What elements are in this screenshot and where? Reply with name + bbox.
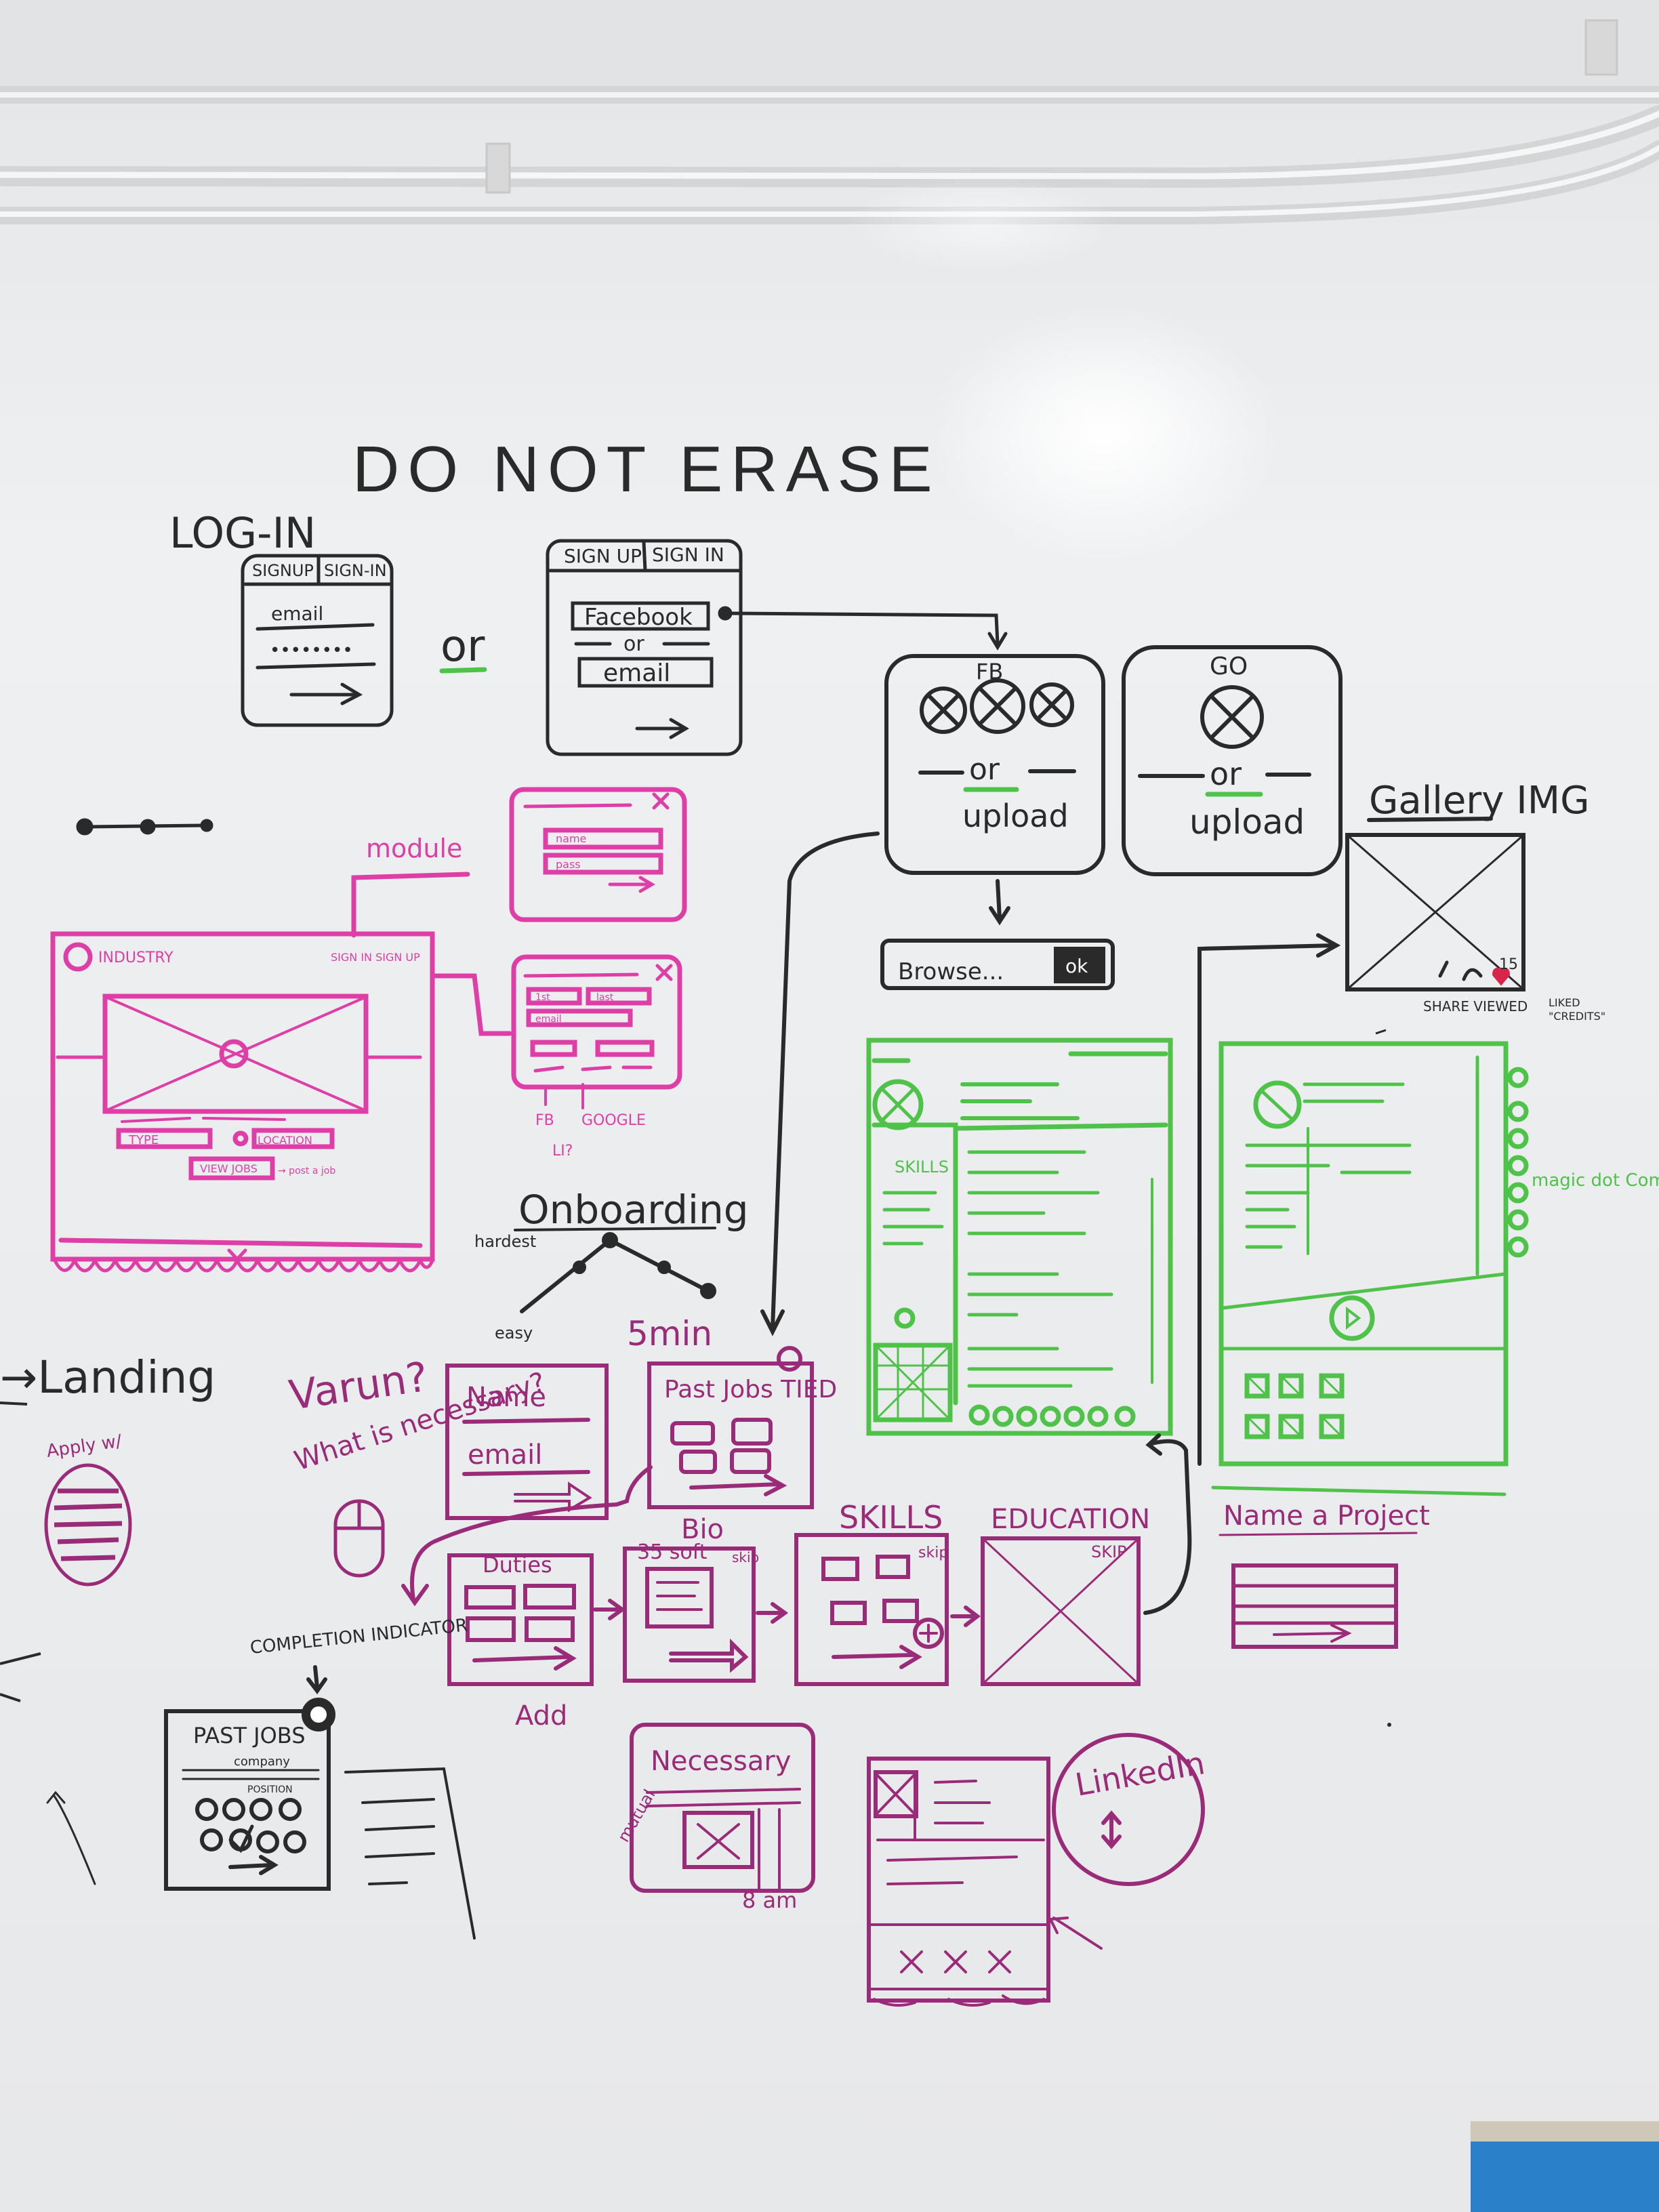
svg-text:or: or xyxy=(623,632,644,656)
svg-text:VIEW JOBS: VIEW JOBS xyxy=(200,1162,258,1175)
svg-text:LOCATION: LOCATION xyxy=(258,1134,312,1147)
svg-text:Duties: Duties xyxy=(483,1552,552,1578)
svg-text:skip: skip xyxy=(732,1549,759,1565)
svg-text:pass: pass xyxy=(556,858,581,871)
svg-text:Bio: Bio xyxy=(681,1514,724,1545)
profile-mock-left: SKILLS xyxy=(866,1038,1173,1436)
flow-arrow-fb xyxy=(760,832,880,1336)
svg-text:Past Jobs TIED: Past Jobs TIED xyxy=(664,1376,837,1404)
board-title: DO NOT ERASE xyxy=(352,433,941,506)
svg-text:Add: Add xyxy=(515,1700,567,1732)
svg-text:company: company xyxy=(234,1755,290,1769)
dot-connector xyxy=(76,818,213,836)
landing-module: INDUSTRY SIGN IN SIGN UP TYPE LOCATION V… xyxy=(50,834,512,1273)
profile-mock-right: magic dot Comes xyxy=(1211,1041,1659,1496)
duties-card: Duties Add xyxy=(447,1552,626,1732)
time-estimate: 5min xyxy=(627,1314,712,1353)
ceiling xyxy=(0,0,1659,88)
bio-card: Bio 35 soft skip xyxy=(623,1514,789,1683)
onboarding-chart: Onboarding hardest easy xyxy=(474,1187,749,1343)
svg-text:skip: skip xyxy=(918,1544,948,1561)
svg-text:Gallery IMG: Gallery IMG xyxy=(1369,779,1589,823)
svg-text:SKILLS: SKILLS xyxy=(895,1158,949,1176)
svg-text:GOOGLE: GOOGLE xyxy=(581,1112,646,1129)
svg-text:SIGNUP: SIGNUP xyxy=(252,561,314,580)
svg-text:"CREDITS": "CREDITS" xyxy=(1549,1010,1605,1023)
svg-text:module: module xyxy=(366,834,462,863)
skills-card: SKILLS skip xyxy=(794,1499,981,1686)
svg-text:SIGN UP: SIGN UP xyxy=(564,545,642,567)
svg-text:GO: GO xyxy=(1210,653,1248,680)
browse-field: Browse... ok xyxy=(880,939,1115,990)
left-arrow-mark xyxy=(0,1652,41,1702)
svg-text:8 am: 8 am xyxy=(742,1887,797,1913)
bin-corner xyxy=(1471,2135,1659,2212)
svg-text:SKILLS: SKILLS xyxy=(839,1499,943,1536)
login-section: LOG-IN SIGNUP SIGN-IN email •••••••• or … xyxy=(169,508,1008,756)
login-label: LOG-IN xyxy=(169,508,316,558)
svg-text:email: email xyxy=(603,659,670,687)
svg-text:SKIP: SKIP xyxy=(1091,1542,1127,1561)
svg-text:name: name xyxy=(556,832,586,845)
svg-text:PAST JOBS: PAST JOBS xyxy=(193,1723,306,1748)
svg-text:Necessary: Necessary xyxy=(651,1746,791,1777)
svg-text:Name: Name xyxy=(466,1382,546,1413)
svg-text:email: email xyxy=(535,1014,562,1025)
mouse-sketch xyxy=(333,1499,385,1578)
svg-text:SIGN IN SIGN UP: SIGN IN SIGN UP xyxy=(331,951,420,964)
svg-text:Name a Project: Name a Project xyxy=(1223,1500,1430,1532)
svg-text:SIGN-IN: SIGN-IN xyxy=(324,561,387,580)
svg-text:upload: upload xyxy=(1189,802,1305,842)
svg-text:upload: upload xyxy=(962,798,1069,834)
svg-text:35 soft: 35 soft xyxy=(637,1540,708,1564)
past-jobs-card: Past Jobs TIED xyxy=(401,1346,837,1607)
svg-text:1st: 1st xyxy=(535,992,550,1003)
svg-text:or: or xyxy=(969,752,1000,787)
svg-text:SIGN IN: SIGN IN xyxy=(652,544,724,566)
svg-text:POSITION: POSITION xyxy=(247,1784,293,1795)
svg-text:••••••••: •••••••• xyxy=(270,640,353,661)
scribble-circle xyxy=(44,1463,132,1586)
svg-text:INDUSTRY: INDUSTRY xyxy=(98,949,173,966)
fb-import-card: FB or upload xyxy=(884,654,1105,926)
svg-text:last: last xyxy=(596,992,614,1003)
svg-text:EDUCATION: EDUCATION xyxy=(991,1504,1150,1535)
svg-text:SHARE VIEWED: SHARE VIEWED xyxy=(1423,998,1528,1015)
gallery-img: Gallery IMG 15 SHARE VIEWED LIKED "CREDI… xyxy=(1197,779,1605,1466)
svg-text:hardest: hardest xyxy=(474,1232,536,1251)
svg-text:Onboarding: Onboarding xyxy=(518,1187,749,1233)
svg-text:15: 15 xyxy=(1499,956,1518,973)
login-popup-small: name pass xyxy=(509,787,687,922)
education-card: EDUCATION SKIP xyxy=(981,1433,1192,1686)
svg-text:Facebook: Facebook xyxy=(584,604,693,631)
svg-text:TYPE: TYPE xyxy=(128,1133,159,1147)
svg-text:LIKED: LIKED xyxy=(1549,996,1580,1009)
svg-text:ok: ok xyxy=(1065,955,1088,977)
svg-text:email: email xyxy=(468,1439,542,1471)
svg-text:or: or xyxy=(1210,756,1242,792)
project-card: Name a Project xyxy=(1218,1500,1430,1649)
svg-text:FB: FB xyxy=(535,1112,554,1129)
go-import-card: GO or upload xyxy=(1122,645,1343,876)
light-glare xyxy=(928,305,1281,562)
svg-text:→ post a job: → post a job xyxy=(278,1166,335,1176)
signup-popup-small: 1st last email FB GOOGLE LI? xyxy=(511,954,682,1160)
name-email-card: Name email xyxy=(445,1364,609,1520)
svg-text:Browse...: Browse... xyxy=(898,958,1004,985)
svg-text:easy: easy xyxy=(495,1324,533,1343)
svg-text:email: email xyxy=(271,602,323,625)
svg-text:LI?: LI? xyxy=(552,1143,573,1160)
svg-text:magic dot Comes: magic dot Comes xyxy=(1532,1170,1659,1191)
landing-note: →Landing xyxy=(0,1351,216,1404)
pipes xyxy=(0,19,1659,224)
login-or: or xyxy=(441,621,485,672)
